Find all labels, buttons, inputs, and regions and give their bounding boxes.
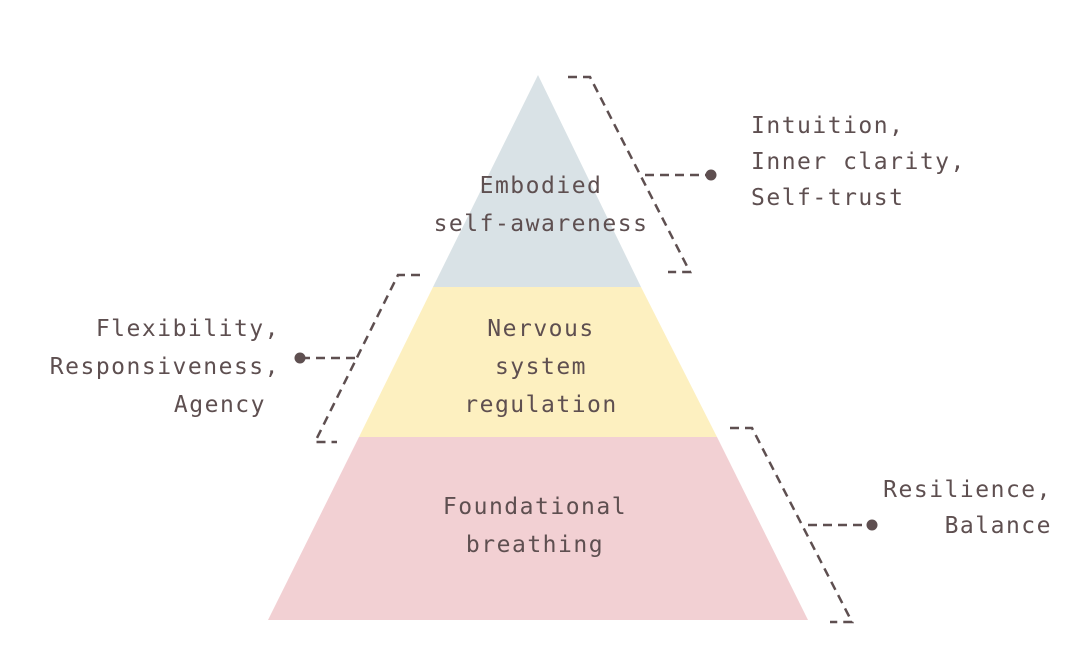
benefits-top: Intuition, Inner clarity, Self-trust	[751, 108, 966, 216]
pyramid-layer-bottom	[268, 437, 808, 620]
pyramid-layer-middle	[359, 287, 717, 437]
connector-dot-bottom	[866, 519, 878, 531]
connector-dot-middle	[294, 352, 306, 364]
benefit-line: Intuition,	[751, 113, 905, 139]
layer-label-middle: Nervous system regulation	[464, 310, 617, 424]
benefit-line: Self-trust	[751, 185, 905, 211]
layer-label-bottom: Foundational breathing	[443, 488, 627, 564]
benefits-middle: Flexibility, Responsiveness, Agency	[50, 310, 280, 424]
benefits-bottom: Resilience, Balance	[883, 472, 1052, 544]
benefit-line: Agency	[173, 392, 266, 418]
connector-dot-top	[705, 169, 717, 181]
label-line: system	[494, 354, 588, 380]
benefit-line: Inner clarity,	[751, 149, 966, 175]
benefit-line: Balance	[944, 513, 1052, 539]
benefit-line: Flexibility,	[95, 316, 280, 342]
label-line: Foundational	[442, 494, 628, 520]
label-line: breathing	[465, 532, 605, 558]
benefit-line: Responsiveness,	[49, 354, 280, 380]
label-line: regulation	[464, 392, 618, 418]
label-line: self-awareness	[433, 211, 649, 237]
layer-label-top: Embodied self-awareness	[434, 167, 649, 243]
label-line: Nervous	[487, 316, 595, 342]
label-line: Embodied	[479, 173, 603, 199]
pyramid-layer-top	[433, 75, 641, 287]
benefit-line: Resilience,	[883, 477, 1052, 503]
